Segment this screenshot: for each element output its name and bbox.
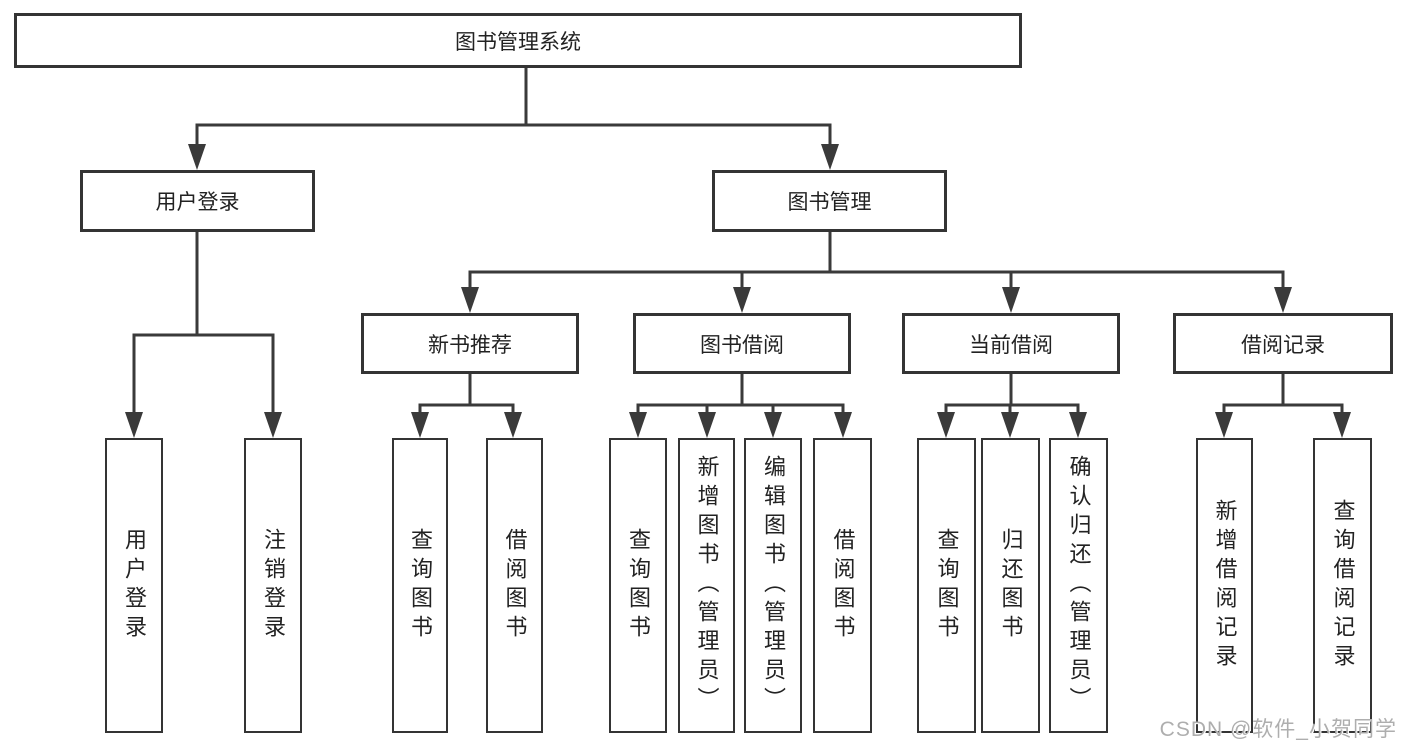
node-label: 新书推荐 [428, 333, 512, 357]
leaf-bb-edit-books-admin: 编辑图书（管理员） [744, 438, 802, 733]
node-label: 借阅图书 [830, 527, 856, 644]
node-new-book-recommend: 新书推荐 [361, 313, 579, 374]
node-root-system: 图书管理系统 [14, 13, 1022, 68]
node-label: 查询图书 [408, 527, 433, 644]
node-user-login: 用户登录 [80, 170, 315, 232]
leaf-bb-add-books-admin: 新增图书（管理员） [678, 438, 735, 733]
connector-borrow-records-to-leaves [1215, 374, 1351, 438]
connector-new-book-recommend-to-leaves [411, 374, 522, 438]
node-label: 查询图书 [626, 527, 651, 644]
csdn-watermark: CSDN @软件_小贺同学 [1159, 718, 1397, 741]
arrowhead-icon [1002, 287, 1020, 313]
node-label: 注销登录 [261, 527, 286, 644]
arrowhead-icon [1274, 287, 1292, 313]
node-label: 当前借阅 [969, 333, 1053, 357]
leaf-br-query-borrow-record: 查询借阅记录 [1313, 438, 1372, 733]
arrowhead-icon [125, 412, 143, 438]
arrowhead-icon [937, 412, 955, 438]
node-label: 图书借阅 [700, 333, 784, 357]
arrowhead-icon [264, 412, 282, 438]
node-label: 用户登录 [155, 191, 240, 214]
node-label: 借阅记录 [1241, 333, 1325, 357]
arrowhead-icon [764, 412, 782, 438]
node-label: 新增借阅记录 [1212, 498, 1238, 673]
node-label: 归还图书 [998, 527, 1024, 644]
leaf-user-login: 用户登录 [105, 438, 163, 733]
arrowhead-icon [1001, 412, 1019, 438]
leaf-br-add-borrow-record: 新增借阅记录 [1196, 438, 1253, 733]
arrowhead-icon [834, 412, 852, 438]
connector-user-login-to-leaves [125, 232, 282, 438]
node-book-management: 图书管理 [712, 170, 947, 232]
leaf-cb-query-books: 查询图书 [917, 438, 976, 733]
leaf-nbr-query-books: 查询图书 [392, 438, 448, 733]
node-label: 图书管理系统 [455, 30, 581, 54]
leaf-cb-confirm-return-admin: 确认归还（管理员） [1049, 438, 1108, 733]
node-label: 查询图书 [934, 527, 960, 644]
connector-root-to-level2 [188, 68, 839, 170]
leaf-bb-query-books: 查询图书 [609, 438, 667, 733]
arrowhead-icon [629, 412, 647, 438]
arrowhead-icon [1215, 412, 1233, 438]
node-book-borrow: 图书借阅 [633, 313, 851, 374]
arrowhead-icon [1333, 412, 1351, 438]
leaf-bb-borrow-books: 借阅图书 [813, 438, 872, 733]
node-current-borrow: 当前借阅 [902, 313, 1120, 374]
connector-current-borrow-to-leaves [937, 374, 1087, 438]
node-label: 借阅图书 [502, 527, 528, 644]
node-label: 用户登录 [122, 527, 147, 644]
arrowhead-icon [821, 144, 839, 170]
node-label: 确认归还（管理员） [1066, 455, 1092, 716]
node-label: 图书管理 [787, 191, 872, 214]
node-label: 新增图书（管理员） [694, 455, 720, 716]
arrowhead-icon [698, 412, 716, 438]
arrowhead-icon [504, 412, 522, 438]
leaf-cb-return-books: 归还图书 [981, 438, 1040, 733]
connector-book-management-to-level3 [461, 232, 1292, 313]
node-label: 查询借阅记录 [1330, 498, 1356, 673]
connector-book-borrow-to-leaves [629, 374, 852, 438]
leaf-logout: 注销登录 [244, 438, 302, 733]
arrowhead-icon [733, 287, 751, 313]
arrowhead-icon [188, 144, 206, 170]
arrowhead-icon [461, 287, 479, 313]
leaf-nbr-borrow-books: 借阅图书 [486, 438, 543, 733]
node-borrow-records: 借阅记录 [1173, 313, 1393, 374]
node-label: 编辑图书（管理员） [761, 455, 786, 716]
arrowhead-icon [1069, 412, 1087, 438]
arrowhead-icon [411, 412, 429, 438]
